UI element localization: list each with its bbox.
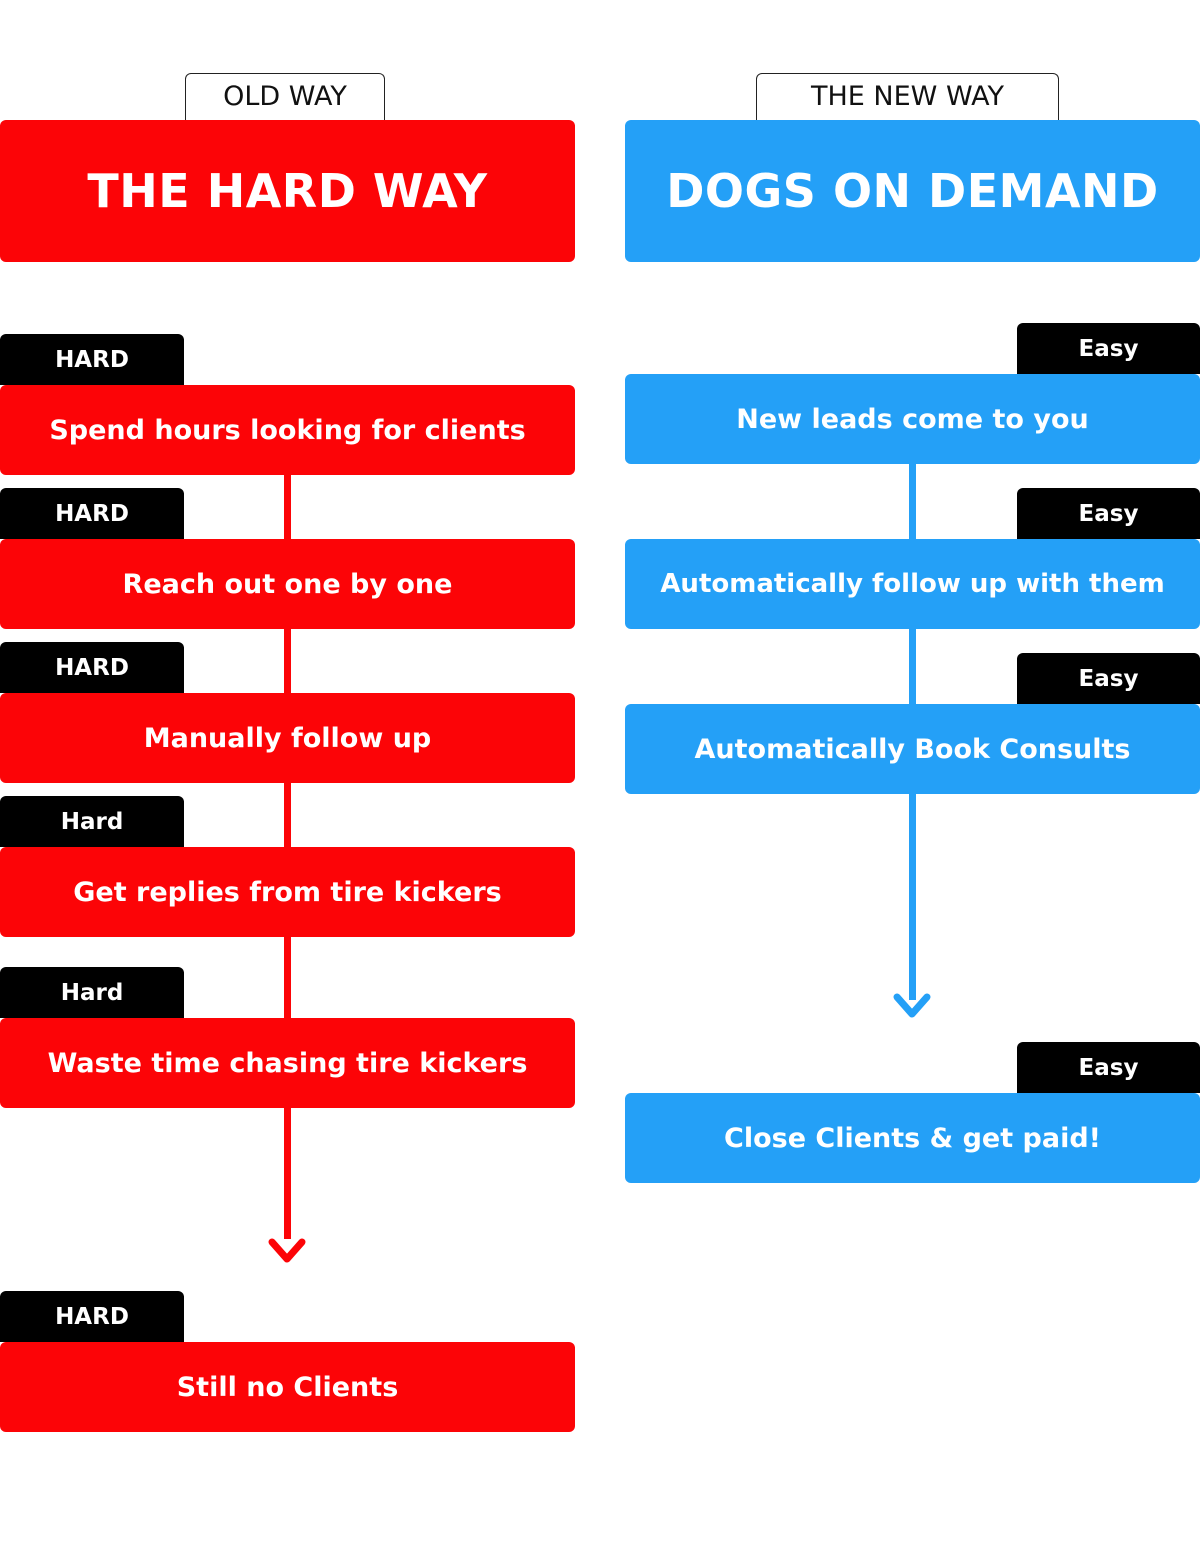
hard-way-header: THE HARD WAY — [0, 120, 575, 262]
left-step-3: Manually follow up — [0, 693, 575, 783]
left-step-2: Reach out one by one — [0, 539, 575, 629]
right-step-3: Automatically Book Consults — [625, 704, 1200, 794]
left-badge-1: HARD — [0, 334, 184, 385]
left-badge-6: HARD — [0, 1291, 184, 1342]
left-badge-3: HARD — [0, 642, 184, 693]
left-badge-2: HARD — [0, 488, 184, 539]
left-step-1: Spend hours looking for clients — [0, 385, 575, 475]
left-step-5: Waste time chasing tire kickers — [0, 1018, 575, 1108]
left-step-4: Get replies from tire kickers — [0, 847, 575, 937]
right-badge-1: Easy — [1017, 323, 1200, 374]
right-step-2: Automatically follow up with them — [625, 539, 1200, 629]
right-arrow-head-icon — [893, 993, 931, 1018]
new-way-tab-label: THE NEW WAY — [810, 81, 1005, 112]
right-badge-2: Easy — [1017, 488, 1200, 539]
new-way-tab: THE NEW WAY — [756, 73, 1059, 123]
left-badge-5: Hard — [0, 967, 184, 1018]
right-step-4: Close Clients & get paid! — [625, 1093, 1200, 1183]
left-badge-4: Hard — [0, 796, 184, 847]
right-step-1: New leads come to you — [625, 374, 1200, 464]
old-way-tab: OLD WAY — [185, 73, 385, 123]
right-badge-3: Easy — [1017, 653, 1200, 704]
left-arrow-head-icon — [268, 1238, 306, 1263]
right-badge-4: Easy — [1017, 1042, 1200, 1093]
old-way-tab-label: OLD WAY — [223, 81, 347, 112]
dogs-on-demand-header: DOGS ON DEMAND — [625, 120, 1200, 262]
left-step-6: Still no Clients — [0, 1342, 575, 1432]
